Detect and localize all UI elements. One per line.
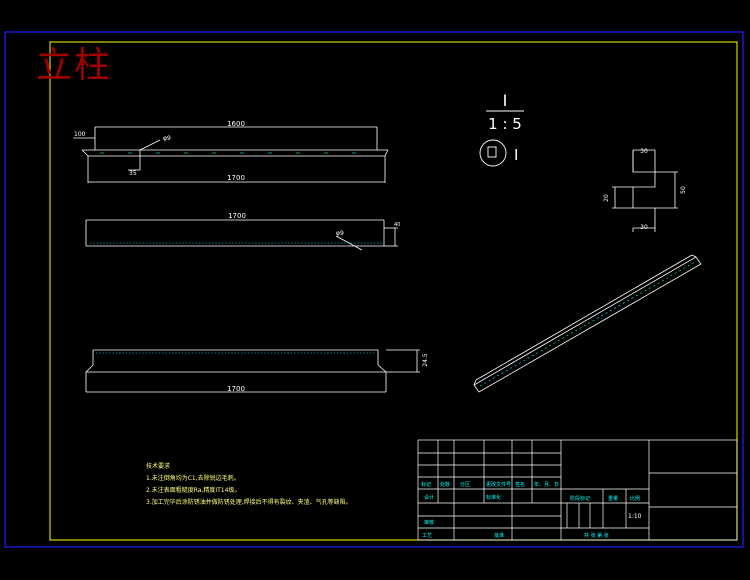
section-dim-top: 30 [640,148,648,155]
inner-frame [49,41,738,541]
tb-stage-label: 阶段标记 [570,495,590,502]
view-2 [85,219,398,251]
v3-dim-side: 24.5 [422,353,429,367]
tb-label-mark: 标记 [421,481,431,488]
notes-line-3: 3.加工完毕后涂防锈油并做防锈处理,焊接后不得有裂纹、夹渣、气孔等缺陷。 [146,499,352,506]
section-dim-bottom: 30 [640,224,648,231]
detail-label: I [503,91,508,110]
tb-scale-header: 比例 [630,495,640,502]
v1-dim-bottom: 1700 [227,174,245,182]
technical-notes: 技术要求 1.未注倒角均为C1,去除锐边毛刺。 2.未注表面粗糙度Ra,精度IT… [146,461,352,509]
tb-row-standard: 标准化 [486,494,501,501]
tb-label-zone: 分区 [460,481,470,488]
tb-process: 工艺 [422,533,432,539]
v3-dim-bottom: 1700 [227,385,245,393]
section-dim-right: 50 [680,186,687,194]
tb-scale-value: 1:10 [628,513,642,520]
detail-marker-inner [487,146,497,158]
tb-label-date: 年、月、日 [534,481,559,488]
section-profile [612,149,678,232]
section-dim-left: 20 [603,194,610,202]
drawing-title: 立柱 [36,45,113,86]
tb-label-sign: 签名 [515,481,525,488]
notes-line-1: 1.未注倒角均为C1,去除锐边毛刺。 [146,475,240,482]
tb-label-count: 处数 [440,481,450,488]
title-block [417,439,738,541]
tb-weight-label: 重量 [608,495,618,502]
tb-row-design: 设计 [424,494,434,501]
isometric-view [473,254,702,393]
notes-heading: 技术要求 [146,463,171,470]
v2-dim-top: 1700 [228,212,246,220]
detail-marker-circle [479,139,507,167]
outer-border [4,31,744,548]
v1-dim-top: 1600 [227,120,245,128]
v2-dim-hole: φ9 [336,230,344,237]
tb-sheet-info: 共 张 第 张 [584,532,609,539]
v1-dim-hole: φ9 [163,135,171,142]
v2-dim-side: 40 [394,222,400,228]
view-3 [85,349,420,393]
view-1 [73,126,389,183]
notes-line-2: 2.未注表面粗糙度Ra,精度IT14级。 [146,487,241,494]
tb-label-change: 更改文件号 [486,481,511,488]
detail-marker: I [514,146,518,164]
tb-audit: 审核 [424,519,434,526]
detail-scale: 1 : 5 [488,115,522,133]
tb-approve: 批准 [494,532,504,539]
v1-dim-left: 100 [74,131,86,138]
v1-dim-offset: 35 [129,170,137,177]
